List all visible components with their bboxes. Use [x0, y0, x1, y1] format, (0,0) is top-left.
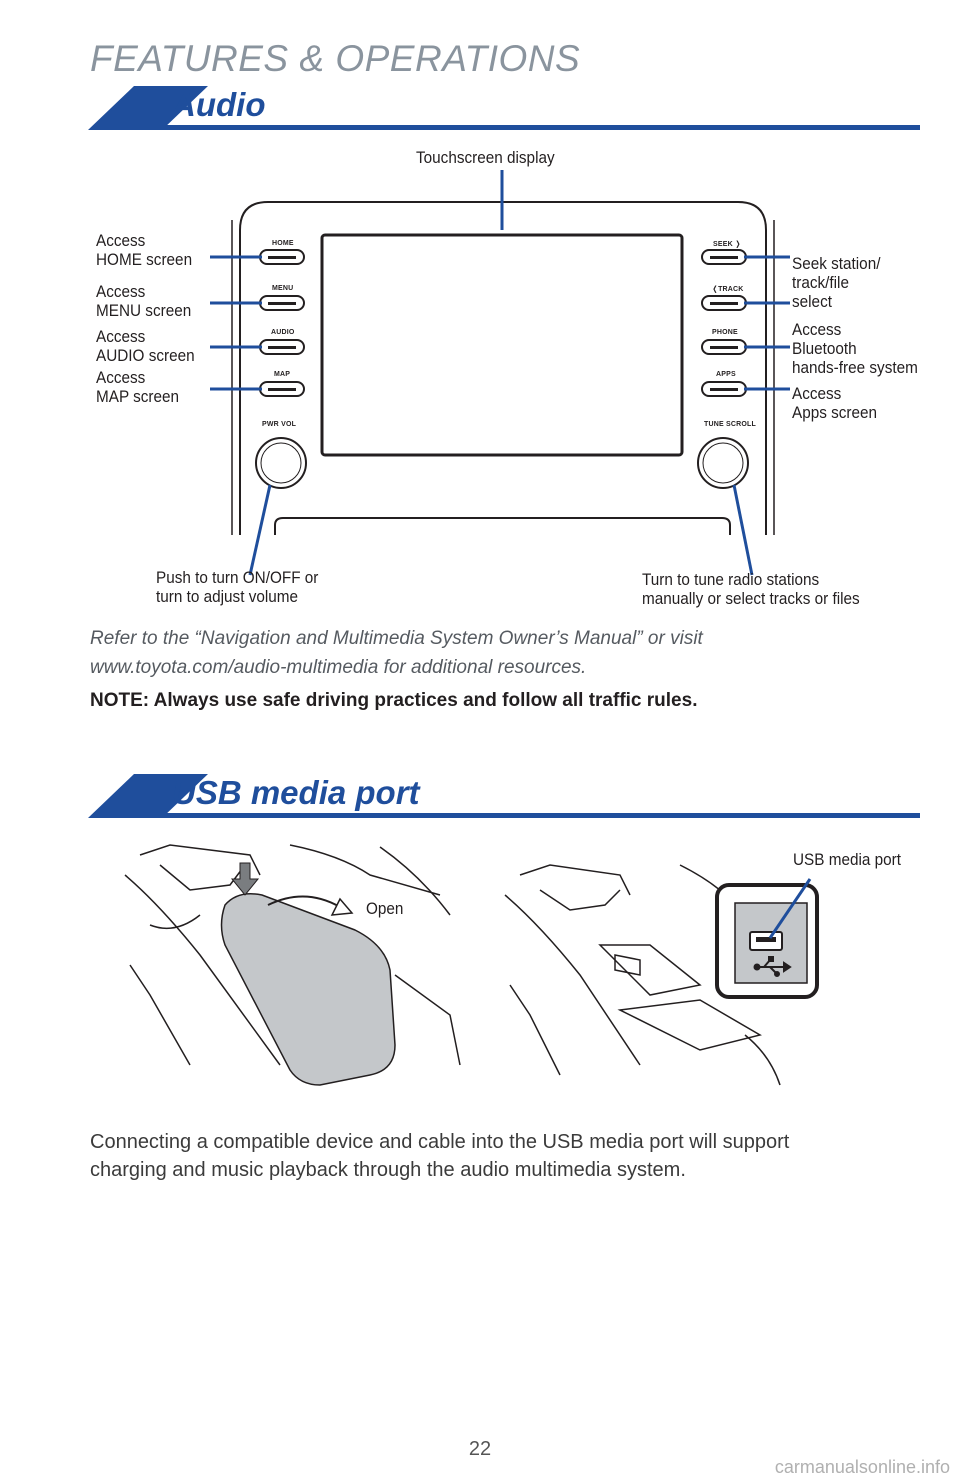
usb-port-callout: USB media port — [793, 850, 901, 869]
lower-tray — [274, 517, 731, 535]
map-button-label: MAP — [274, 371, 291, 378]
usb-heading: USB media port — [172, 774, 420, 811]
tune-scroll-label: TUNE SCROLL — [704, 421, 756, 428]
usb-illustrations — [124, 844, 819, 1086]
left-button-column — [259, 249, 305, 397]
section-rule — [162, 125, 920, 130]
audio-button-label: AUDIO — [271, 329, 295, 336]
apps-button-label: APPS — [716, 371, 736, 378]
track-button-label: ❬TRACK — [712, 286, 744, 293]
down-arrow-icon — [230, 862, 260, 896]
tune-knob — [697, 437, 749, 489]
chapter-title: FEATURES & OPERATIONS — [90, 38, 581, 79]
watermark: carmanualsonline.info — [774, 1457, 950, 1477]
tune-knob-inner — [702, 442, 744, 484]
armrest-lid — [220, 893, 396, 1086]
touchscreen-callout: Touchscreen display — [416, 148, 555, 167]
home-button-label: HOME — [272, 240, 294, 247]
usb-section-header: USB media port — [88, 774, 920, 818]
section-rule — [162, 813, 920, 818]
audio-section-header: Audio — [88, 86, 920, 130]
console-port-illustration — [504, 864, 781, 1086]
open-label: Open — [366, 899, 404, 918]
console-open-illustration — [124, 844, 461, 1066]
callout-leaders — [210, 170, 790, 576]
volume-knob — [255, 437, 307, 489]
usb-description: Connecting a compatible device and cable… — [90, 1131, 790, 1181]
usb-symbol-icon — [753, 956, 792, 977]
phone-button-label: PHONE — [712, 329, 738, 336]
seek-button-label: SEEK ❭ — [713, 241, 742, 248]
volume-knob-inner — [260, 442, 302, 484]
safety-note: NOTE: Always use safe driving practices … — [90, 690, 698, 711]
refer-text: Refer to the “Navigation and Multimedia … — [90, 628, 703, 678]
open-arrow-icon — [267, 895, 341, 908]
pwr-vol-label: PWR VOL — [262, 421, 297, 428]
page-number: 22 — [468, 1438, 492, 1460]
usb-port-leader — [768, 878, 812, 939]
head-unit-diagram — [210, 170, 790, 576]
touchscreen — [320, 233, 684, 457]
menu-button-label: MENU — [272, 285, 294, 292]
audio-heading: Audio — [172, 86, 266, 123]
